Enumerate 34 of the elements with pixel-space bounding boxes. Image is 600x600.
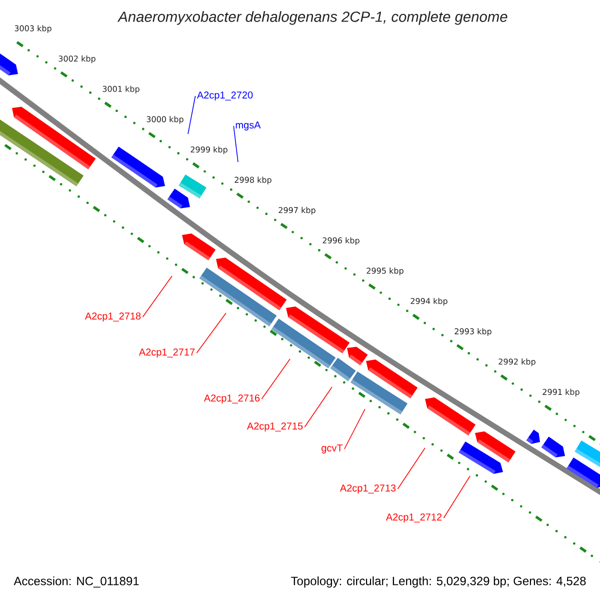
leader-line bbox=[261, 358, 290, 400]
genome-summary-label: Topology: circular; Length: 5,029,329 bp; Genes: 4,528 bbox=[291, 576, 586, 588]
gene-label: A2cp1_2718 bbox=[84, 312, 141, 322]
tick-label: 3000 kbp bbox=[146, 116, 184, 124]
tick-label: 3002 kbp bbox=[58, 55, 96, 64]
gene-label: A2cp1_2720 bbox=[196, 91, 253, 101]
gene-label: A2cp1_2713 bbox=[340, 484, 396, 494]
tick-label: 2992 kbp bbox=[498, 358, 536, 366]
title: Anaeromyxobacter dehalogenans 2CP-1, complete genome bbox=[117, 11, 508, 25]
tick-label: 2999 kbp bbox=[190, 146, 228, 154]
tick-label: 3003 kbp bbox=[14, 25, 52, 33]
accession-label: Accession: NC_011891 bbox=[14, 576, 139, 588]
leader-line bbox=[142, 276, 172, 318]
tick-label: 2994 kbp bbox=[410, 298, 448, 306]
leader-line bbox=[344, 408, 366, 450]
tick-label: 3001 kbp bbox=[102, 86, 140, 94]
tick-label: 2997 kbp bbox=[278, 206, 316, 215]
gene-label: A2cp1_2712 bbox=[386, 513, 442, 523]
tick-label: 2995 kbp bbox=[366, 268, 404, 276]
leader-line bbox=[233, 126, 238, 162]
gene-label: A2cp1_2716 bbox=[204, 394, 260, 404]
gene-label: A2cp1_2715 bbox=[246, 422, 303, 432]
gene-label: A2cp1_2717 bbox=[138, 348, 195, 358]
gene-label: gcvT bbox=[322, 444, 343, 454]
leader-line bbox=[304, 386, 332, 428]
leader-line bbox=[397, 448, 426, 490]
leader-line bbox=[188, 96, 196, 134]
tick-label: 2993 kbp bbox=[454, 328, 492, 336]
tick-label: 2998 kbp bbox=[234, 176, 272, 184]
leader-line bbox=[196, 312, 226, 354]
leader-line bbox=[443, 476, 470, 518]
tick-label: 2991 kbp bbox=[542, 388, 580, 396]
gene-label: mgsA bbox=[236, 122, 261, 130]
tick-label: 2996 kbp bbox=[322, 237, 360, 245]
